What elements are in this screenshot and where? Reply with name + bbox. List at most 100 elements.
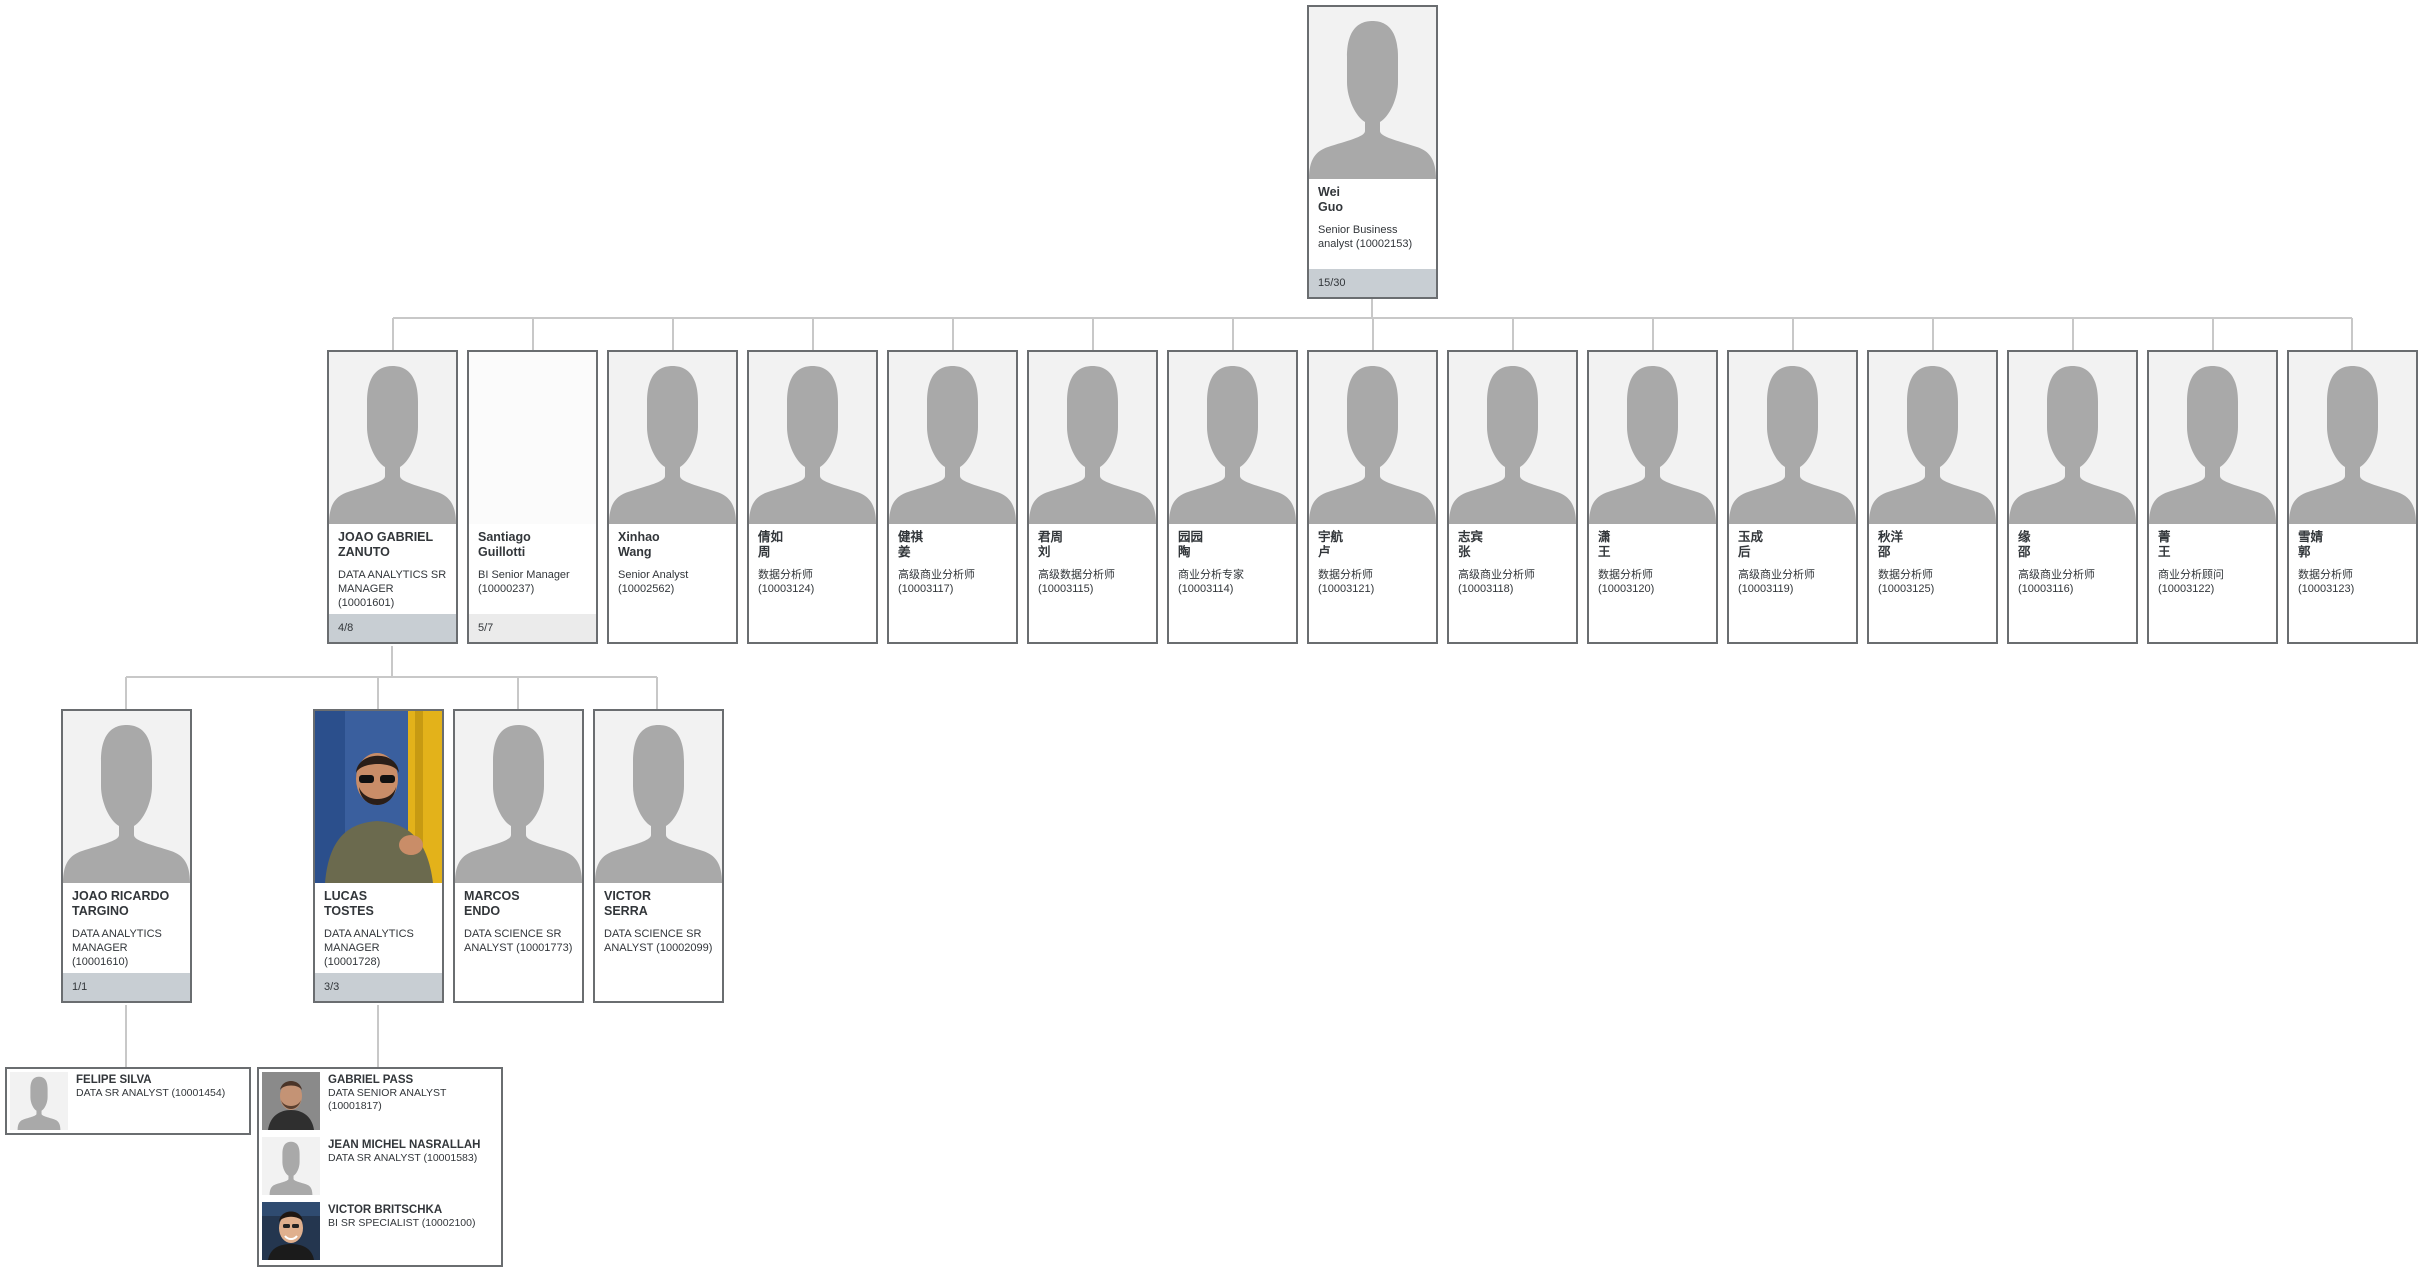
- employee-card[interactable]: 潇王 数据分析师 (10003120): [1587, 350, 1718, 644]
- employee-name: 菁王: [2158, 530, 2171, 559]
- employee-card[interactable]: 玉成后 高级商业分析师 (10003119): [1727, 350, 1858, 644]
- employee-title: 数据分析师 (10003124): [758, 569, 815, 595]
- team-members-list: FELIPE SILVA DATA SR ANALYST (10001454): [5, 1067, 251, 1135]
- employee-name: 缘邵: [2018, 530, 2031, 559]
- person-silhouette-icon: [455, 711, 582, 883]
- employee-card[interactable]: 君周刘 高级数据分析师 (10003115): [1027, 350, 1158, 644]
- employee-name: 潇王: [1598, 530, 1611, 559]
- team-count-badge[interactable]: 4/8: [329, 614, 456, 642]
- employee-title: 高级商业分析师 (10003118): [1458, 569, 1535, 595]
- person-silhouette-icon: [1309, 7, 1436, 179]
- employee-photo: [262, 1072, 320, 1130]
- employee-title: BI Senior Manager (10000237): [478, 569, 570, 595]
- employee-card[interactable]: 宇航卢 数据分析师 (10003121): [1307, 350, 1438, 644]
- employee-title: 数据分析师 (10003121): [1318, 569, 1375, 595]
- person-silhouette-icon: [1029, 352, 1156, 524]
- employee-name: 倩如周: [758, 530, 784, 559]
- person-silhouette-icon: [1869, 352, 1996, 524]
- team-member[interactable]: VICTOR BRITSCHKA BI SR SPECIALIST (10002…: [259, 1199, 501, 1263]
- person-silhouette-icon: [609, 352, 736, 524]
- employee-title: Senior Analyst (10002562): [618, 569, 689, 595]
- employee-title: DATA SCIENCE SR ANALYST (10001773): [464, 928, 573, 954]
- employee-title: Senior Business analyst (10002153): [1318, 224, 1413, 250]
- employee-card[interactable]: 缘邵 高级商业分析师 (10003116): [2007, 350, 2138, 644]
- employee-title: DATA ANALYTICS MANAGER (10001610): [72, 928, 162, 968]
- team-count-badge[interactable]: 5/7: [469, 614, 596, 642]
- employee-title: 高级商业分析师 (10003116): [2018, 569, 2095, 595]
- member-title: DATA SR ANALYST (10001583): [328, 1152, 478, 1164]
- person-silhouette-icon: [1449, 352, 1576, 524]
- employee-title: 商业分析专家 (10003114): [1178, 569, 1244, 595]
- employee-photo: [315, 711, 442, 883]
- employee-title: 高级商业分析师 (10003119): [1738, 569, 1815, 595]
- team-count-badge[interactable]: 15/30: [1309, 269, 1436, 297]
- employee-title: 高级商业分析师 (10003117): [898, 569, 975, 595]
- employee-name: 志宾张: [1458, 530, 1484, 559]
- employee-title: 数据分析师 (10003125): [1878, 569, 1935, 595]
- employee-card[interactable]: 秋洋邵 数据分析师 (10003125): [1867, 350, 1998, 644]
- member-title: DATA SR ANALYST (10001454): [76, 1087, 226, 1099]
- person-silhouette-icon: [2149, 352, 2276, 524]
- employee-card[interactable]: 园园陶 商业分析专家 (10003114): [1167, 350, 1298, 644]
- member-name: GABRIEL PASS: [328, 1074, 414, 1086]
- person-silhouette-icon: [262, 1137, 320, 1195]
- team-member[interactable]: FELIPE SILVA DATA SR ANALYST (10001454): [7, 1069, 249, 1133]
- person-silhouette-icon: [329, 352, 456, 524]
- employee-name: 君周刘: [1038, 530, 1064, 559]
- team-count-badge[interactable]: 1/1: [63, 973, 190, 1001]
- employee-title: 数据分析师 (10003120): [1598, 569, 1655, 595]
- employee-name: 秋洋邵: [1878, 530, 1904, 559]
- person-silhouette-icon: [2289, 352, 2416, 524]
- team-count-badge[interactable]: 3/3: [315, 973, 442, 1001]
- employee-name: 宇航卢: [1318, 530, 1344, 559]
- person-silhouette-icon: [1729, 352, 1856, 524]
- person-silhouette-icon: [1169, 352, 1296, 524]
- employee-name: 健祺姜: [898, 530, 924, 559]
- photo-placeholder: [469, 352, 596, 524]
- person-silhouette-icon: [1589, 352, 1716, 524]
- person-silhouette-icon: [889, 352, 1016, 524]
- employee-title: 高级数据分析师 (10003115): [1038, 569, 1115, 595]
- employee-title: 商业分析顾问 (10003122): [2158, 569, 2224, 595]
- employee-name: 雪婧郭: [2298, 530, 2324, 559]
- employee-name: 园园陶: [1178, 530, 1204, 559]
- employee-card[interactable]: 志宾张 高级商业分析师 (10003118): [1447, 350, 1578, 644]
- person-silhouette-icon: [63, 711, 190, 883]
- person-silhouette-icon: [1309, 352, 1436, 524]
- person-silhouette-icon: [595, 711, 722, 883]
- team-member[interactable]: GABRIEL PASS DATA SENIOR ANALYST (100018…: [259, 1069, 501, 1133]
- person-silhouette-icon: [749, 352, 876, 524]
- employee-title: DATA ANALYTICS SR MANAGER (10001601): [338, 569, 447, 609]
- member-title: DATA SENIOR ANALYST (10001817): [328, 1087, 447, 1112]
- employee-card[interactable]: 菁王 商业分析顾问 (10003122): [2147, 350, 2278, 644]
- member-title: BI SR SPECIALIST (10002100): [328, 1217, 476, 1229]
- employee-card[interactable]: 健祺姜 高级商业分析师 (10003117): [887, 350, 1018, 644]
- employee-card[interactable]: 雪婧郭 数据分析师 (10003123): [2287, 350, 2418, 644]
- employee-title: DATA ANALYTICS MANAGER (10001728): [324, 928, 414, 968]
- team-members-list: GABRIEL PASS DATA SENIOR ANALYST (100018…: [257, 1067, 503, 1267]
- employee-title: 数据分析师 (10003123): [2298, 569, 2355, 595]
- employee-card[interactable]: 倩如周 数据分析师 (10003124): [747, 350, 878, 644]
- member-name: VICTOR BRITSCHKA: [328, 1204, 443, 1216]
- employee-name: 玉成后: [1738, 530, 1764, 559]
- person-silhouette-icon: [10, 1072, 68, 1130]
- employee-title: DATA SCIENCE SR ANALYST (10002099): [604, 928, 713, 954]
- team-member[interactable]: JEAN MICHEL NASRALLAH DATA SR ANALYST (1…: [259, 1134, 501, 1198]
